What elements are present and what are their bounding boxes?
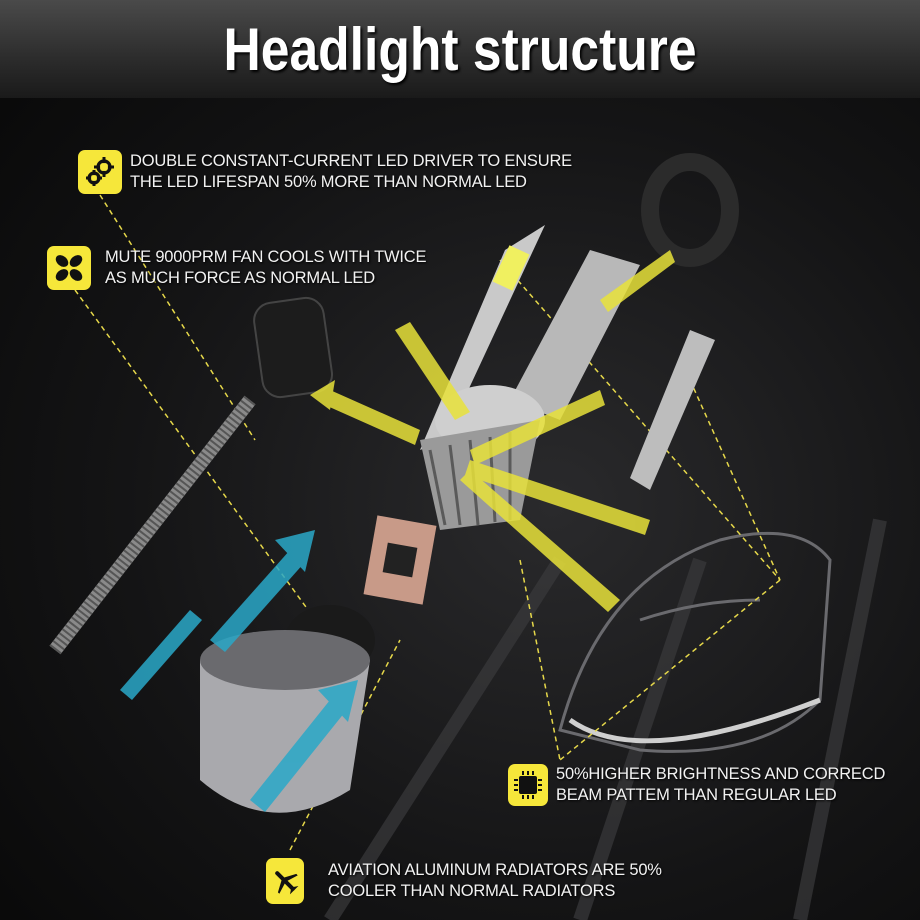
callout-led-driver: DOUBLE CONSTANT-CURRENT LED DRIVER TO EN… [78,150,572,194]
gears-icon [78,150,122,194]
cable-connector [49,296,334,655]
callout-line: COOLER THAN NORMAL RADIATORS [328,882,616,900]
driver-board [363,515,437,605]
airplane-icon [266,858,304,904]
callout-brightness: 50%HIGHER BRIGHTNESS AND CORRECD BEAM PA… [508,764,885,806]
fan-icon [47,246,91,290]
callout-line: 50%HIGHER BRIGHTNESS AND CORRECD [556,765,886,783]
car-silhouette [558,531,832,753]
dust-cover-ring [641,153,739,267]
airflow-arrows [120,530,358,812]
callout-line: BEAM PATTEM THAN REGULAR LED [556,786,837,804]
page-title: Headlight structure [223,15,697,83]
chip-icon [508,764,548,806]
title-banner: Headlight structure [0,0,920,98]
light-arrows [310,250,675,612]
callout-line: MUTE 9000PRM FAN COOLS WITH TWICE [105,248,427,266]
fan-housing [200,630,370,813]
callout-fan: MUTE 9000PRM FAN COOLS WITH TWICE AS MUC… [47,246,427,290]
callout-radiator: AVIATION ALUMINUM RADIATORS ARE 50% COOL… [266,858,662,904]
callout-line: AVIATION ALUMINUM RADIATORS ARE 50% [328,861,662,879]
callout-line: AS MUCH FORCE AS NORMAL LED [105,269,375,287]
callout-line: THE LED LIFESPAN 50% MORE THAN NORMAL LE… [130,173,527,191]
guide-lines [74,194,781,851]
callout-line: DOUBLE CONSTANT-CURRENT LED DRIVER TO EN… [130,152,572,170]
